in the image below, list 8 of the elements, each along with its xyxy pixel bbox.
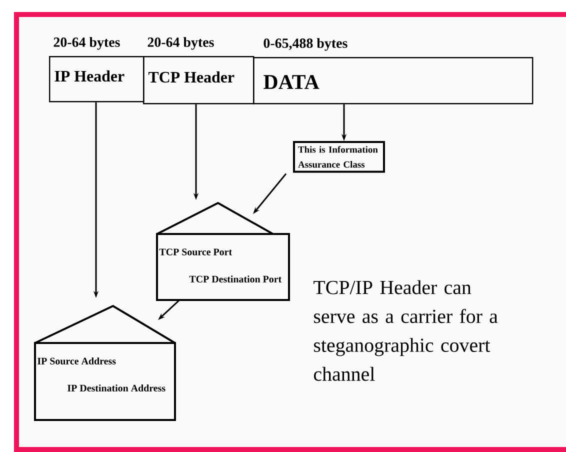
header-box: DATA: [253, 57, 534, 104]
size-label: 0-65,488 bytes: [264, 38, 348, 51]
header-box: TCP Header: [143, 56, 254, 104]
note-text: TCP/IP Header can serve as a carrier for a steganographic covert channel: [314, 280, 498, 381]
header-box: IP Header: [49, 56, 144, 102]
size-label: 20-64 bytes: [54, 37, 120, 50]
size-label: 20-64 bytes: [148, 37, 214, 50]
note-box: This is Information Assurance Class: [293, 141, 385, 173]
